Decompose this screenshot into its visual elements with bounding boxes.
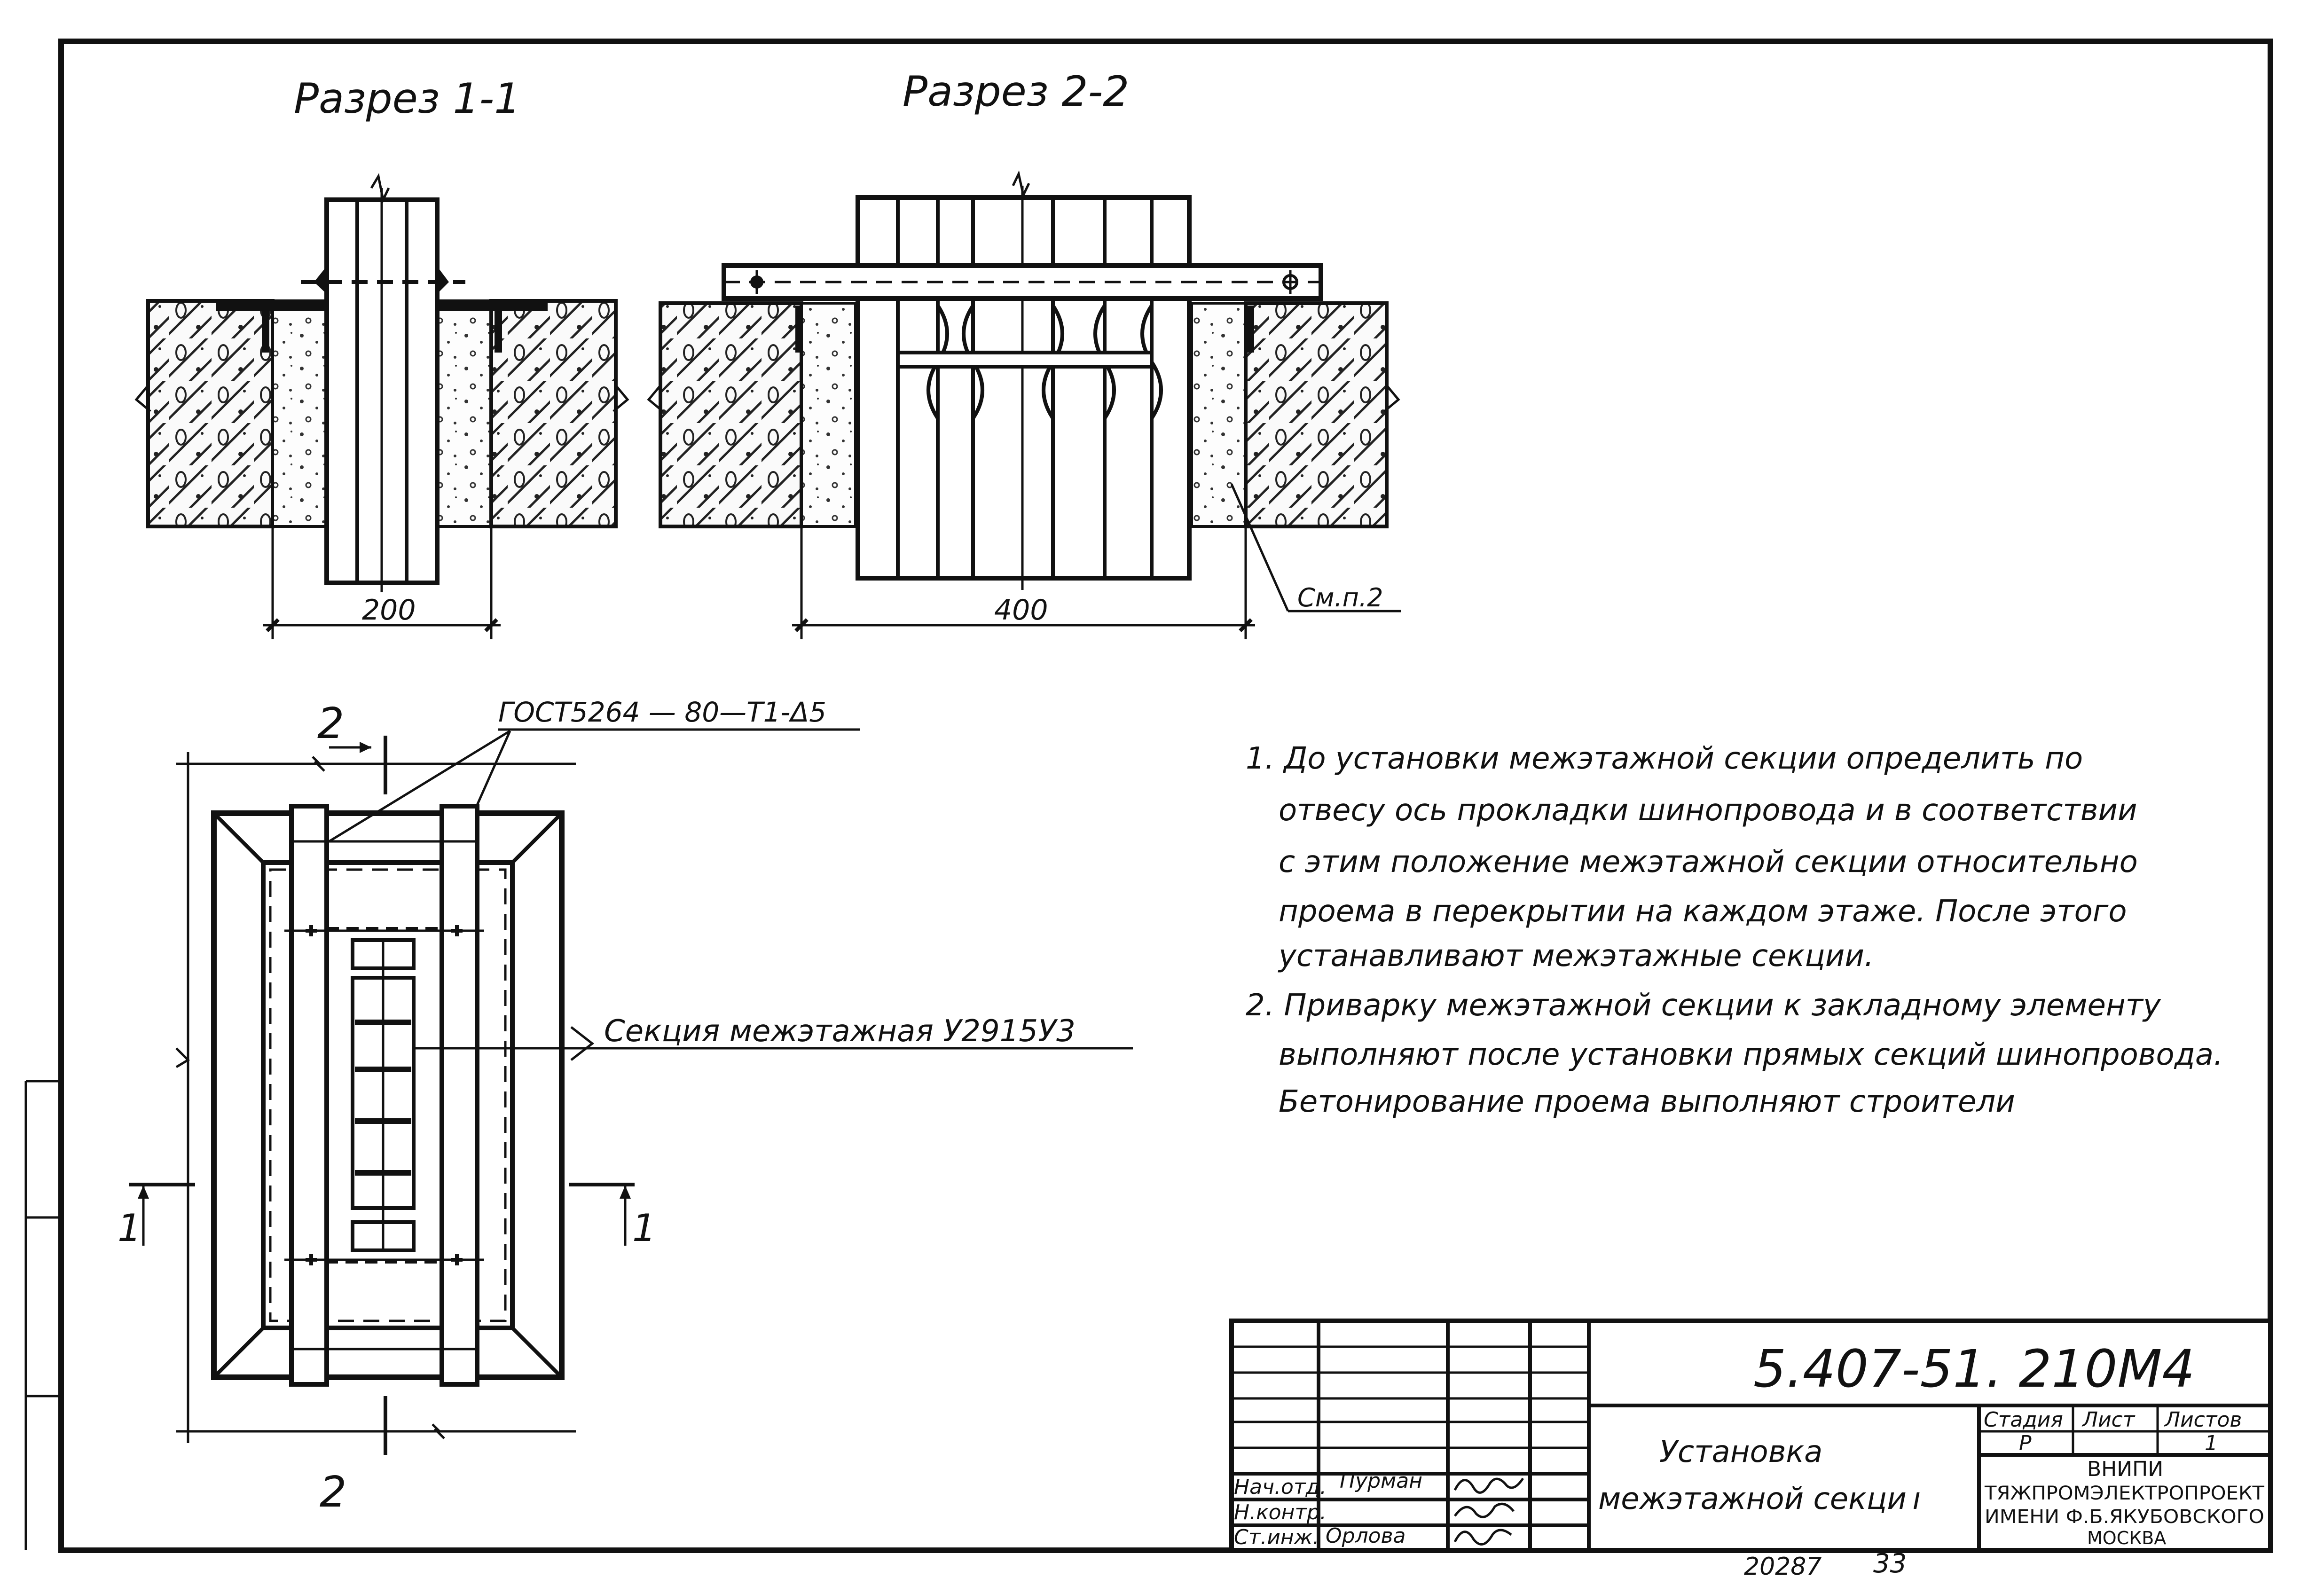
cut-mark-1-right: 1 bbox=[632, 1206, 656, 1250]
weld-spec-label: ГОСТ5264 — 80—Т1-Δ5 bbox=[498, 696, 826, 728]
note-line: Бетонирование проема выполняют строители bbox=[1279, 1084, 2015, 1119]
notes-block: 1. До установки межэтажной секции опреде… bbox=[1246, 741, 2223, 1119]
section-2-title: Разрез 2-2 bbox=[903, 67, 1129, 116]
stage-header: Стадия bbox=[1984, 1408, 2063, 1432]
cut-mark-1-left: 1 bbox=[118, 1206, 141, 1250]
org-name-line3: ИМЕНИ Ф.Б.ЯКУБОВСКОГО bbox=[1985, 1506, 2264, 1528]
note-line: отвесу ось прокладки шинопровода и в соо… bbox=[1279, 793, 2137, 828]
note-line: 1. До установки межэтажной секции опреде… bbox=[1246, 741, 2083, 776]
sheet-border bbox=[58, 39, 2273, 1553]
name-senior-engineer: Орлова bbox=[1326, 1524, 1406, 1548]
document-code: 5.407-51. 210М4 bbox=[1753, 1339, 2195, 1399]
dimension-400: 400 bbox=[994, 594, 1048, 627]
org-name-line4: МОСКВА bbox=[2087, 1528, 2166, 1548]
section-name-label: Секция межэтажная У2915У3 bbox=[604, 1014, 1076, 1049]
sheets-value: 1 bbox=[2205, 1431, 2218, 1455]
role-head-of-dept: Нач.отд. bbox=[1234, 1475, 1327, 1499]
dimension-200: 200 bbox=[362, 594, 416, 627]
sheet-header: Лист bbox=[2081, 1408, 2136, 1432]
stage-value: Р bbox=[2019, 1431, 2032, 1455]
cut-mark-2-top: 2 bbox=[317, 699, 344, 748]
name-head-of-dept: Пурман bbox=[1340, 1469, 1422, 1493]
section-2-2-drawing bbox=[647, 170, 1401, 639]
drawing-title-line2: межэтажной секци ı bbox=[1598, 1482, 1921, 1516]
plan-view-drawing bbox=[129, 736, 1133, 1455]
cut-mark-2-bottom: 2 bbox=[320, 1468, 346, 1517]
section-1-1-drawing bbox=[134, 173, 629, 639]
see-note-2-label: См.п.2 bbox=[1297, 583, 1383, 612]
note-line: 2. Приварку межэтажной секции к закладно… bbox=[1246, 988, 2161, 1023]
org-name-line1: ВНИПИ bbox=[2087, 1457, 2163, 1481]
note-line: с этим положение межэтажной секции относ… bbox=[1279, 845, 2138, 879]
page-number: 33 bbox=[1873, 1548, 1907, 1578]
note-line: устанавливают межэтажные секции. bbox=[1278, 939, 1874, 973]
role-norm-control: Н.контр. bbox=[1234, 1500, 1327, 1524]
section-1-title: Разрез 1-1 bbox=[294, 74, 520, 123]
sheets-header: Листов bbox=[2164, 1408, 2242, 1432]
signatures bbox=[1453, 1477, 1524, 1546]
note-line: выполняют после установки прямых секций … bbox=[1279, 1037, 2223, 1072]
note-line: проема в перекрытии на каждом этаже. Пос… bbox=[1279, 894, 2127, 929]
role-senior-engineer: Ст.инж. bbox=[1234, 1525, 1319, 1549]
drawing-title-line1: Установка bbox=[1659, 1435, 1822, 1469]
org-name-line2: ТЯЖПРОМЭЛЕКТРОПРОЕКТ bbox=[1984, 1483, 2265, 1504]
title-block bbox=[1229, 1319, 2273, 1553]
archive-code: 20287 bbox=[1744, 1553, 1822, 1578]
